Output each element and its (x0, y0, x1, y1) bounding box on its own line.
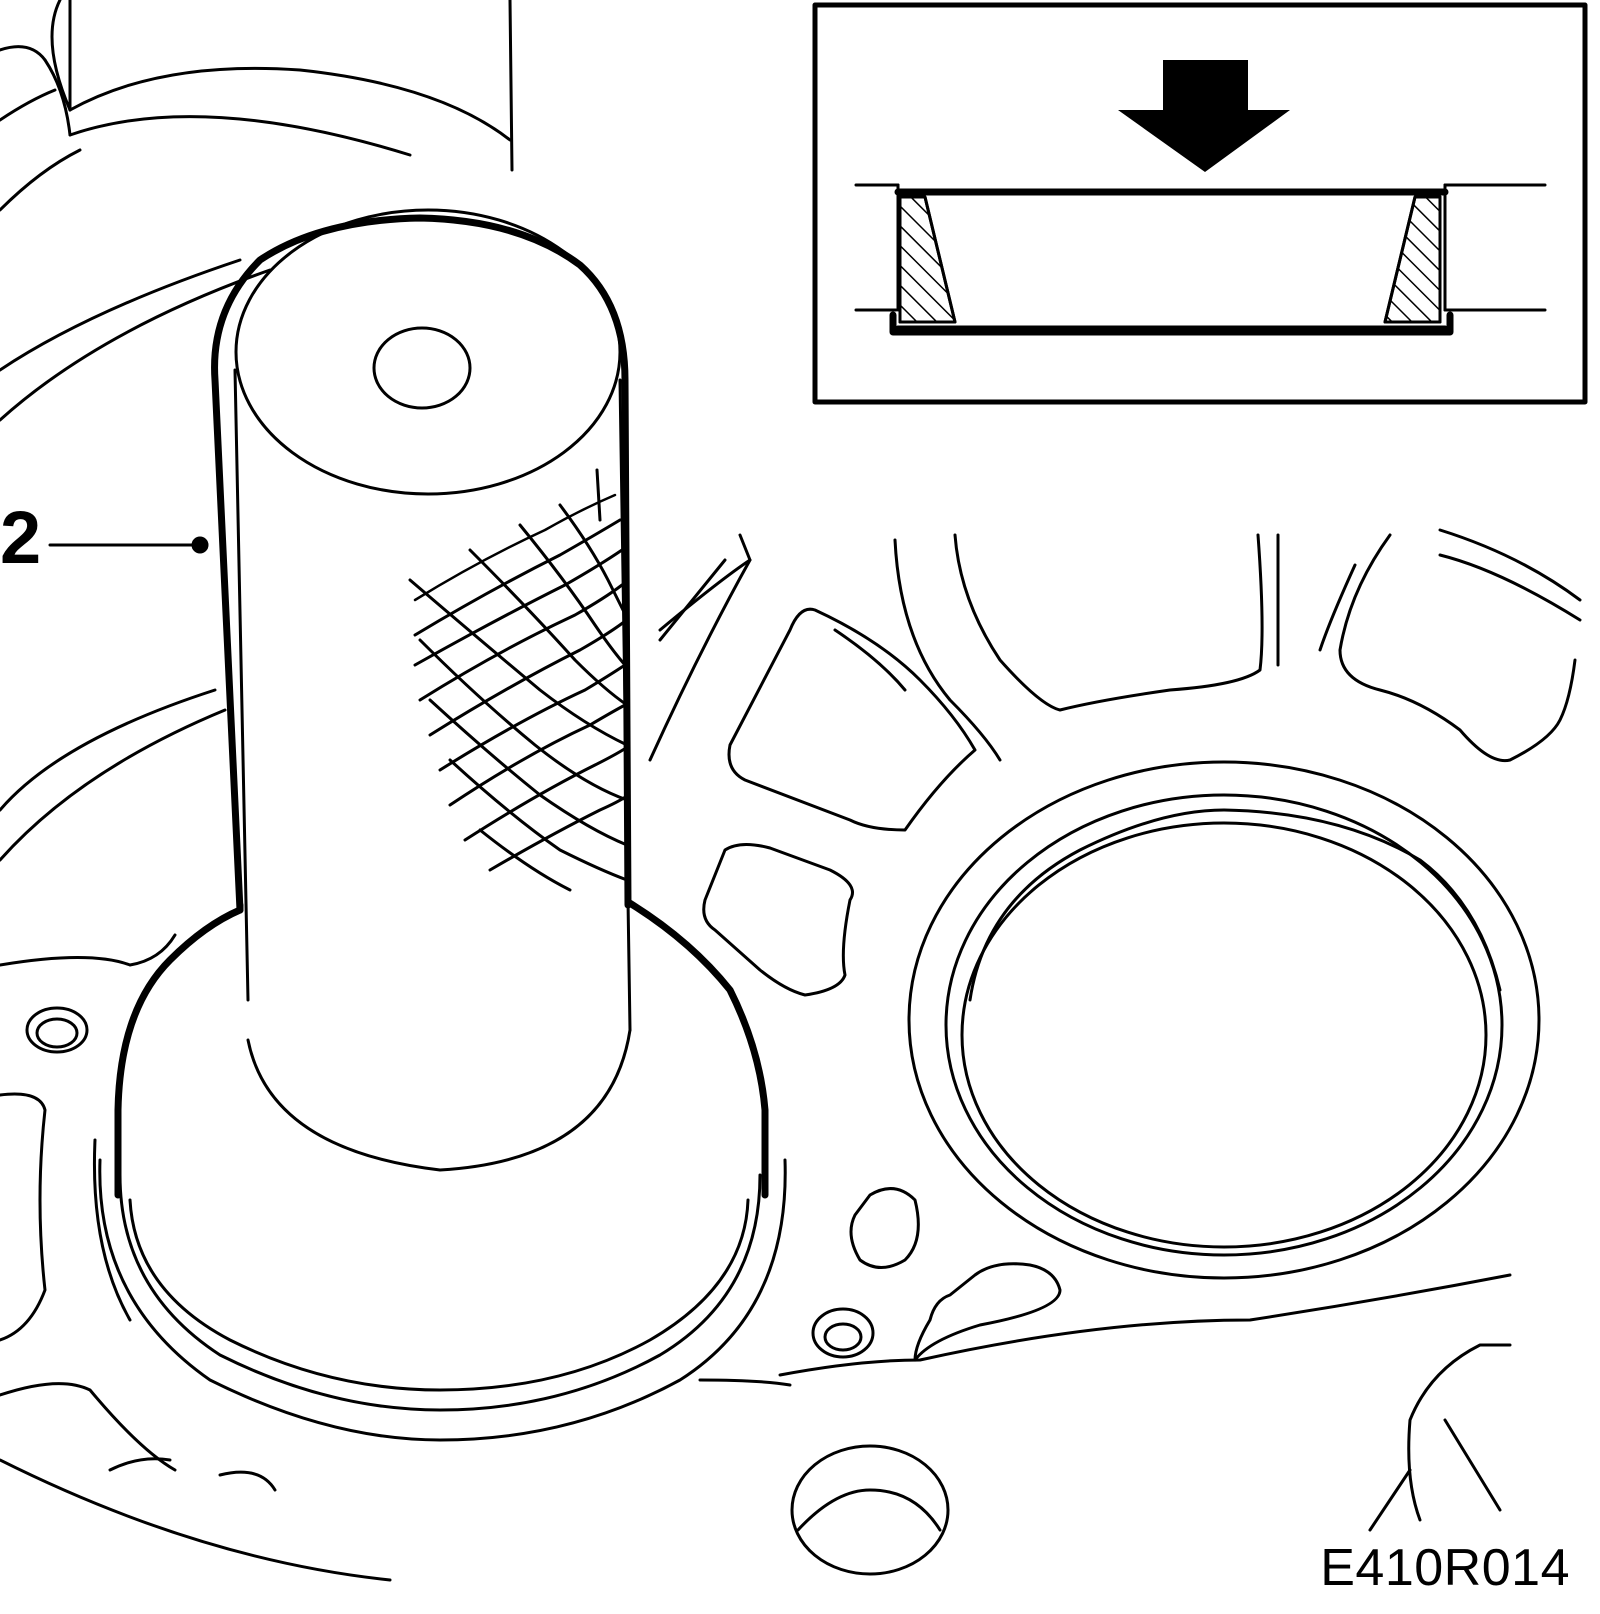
figure-code: E410R014 (1320, 1539, 1570, 1597)
callout-leader (48, 536, 209, 554)
housing-windows (648, 528, 1582, 997)
bearing-bore-rings (92, 1138, 787, 1442)
callout-number: 2 (0, 496, 42, 579)
housing-outline (0, 0, 514, 862)
lower-bosses (108, 1187, 1512, 1576)
bolt-hole-left (0, 933, 392, 1582)
large-bore (907, 760, 1541, 1280)
down-arrow-icon (1118, 60, 1290, 172)
seal-installer-drift (114, 208, 769, 1199)
